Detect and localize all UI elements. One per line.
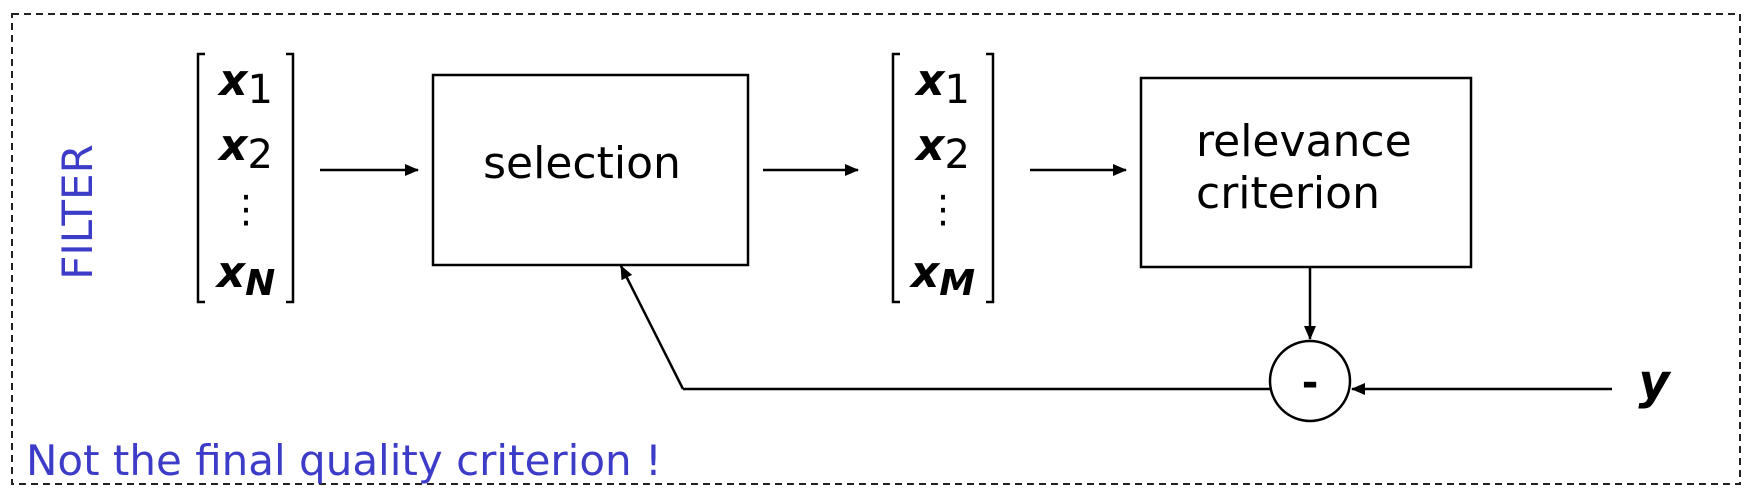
selection-label: selection	[483, 138, 681, 189]
input-element-1: x1	[217, 55, 273, 113]
output-element-m: xM	[909, 247, 975, 304]
input-vector: x1 x2 ⋮ xN	[196, 52, 295, 304]
output-index-m: M	[939, 263, 975, 304]
input-var-2: x	[217, 120, 249, 171]
selection-block	[431, 73, 750, 267]
output-vector-right-bracket	[986, 52, 995, 304]
input-vector-dots: ⋮	[227, 187, 265, 231]
output-var-1: x	[914, 55, 946, 106]
target-y-label: y	[1638, 354, 1671, 410]
input-vector-left-bracket	[196, 52, 205, 304]
input-var-n: x	[215, 247, 247, 298]
output-vector-left-bracket	[891, 52, 900, 304]
feedback-arrow-to-selection	[619, 265, 685, 390]
input-element-2: x2	[217, 120, 273, 178]
input-element-n: xN	[215, 247, 276, 304]
output-element-2: x2	[914, 120, 970, 178]
relevance-criterion-label-line2: criterion	[1196, 168, 1380, 219]
output-vector: x1 x2 ⋮ xM	[891, 52, 995, 304]
input-var-1: x	[217, 55, 249, 106]
output-var-m: x	[909, 247, 941, 298]
filter-side-label: FILTER	[53, 144, 102, 280]
footer-note: Not the final quality criterion !	[26, 436, 662, 485]
input-index-1: 1	[247, 67, 272, 113]
relevance-criterion-block	[1139, 76, 1473, 269]
comparator-minus-symbol: -	[1302, 360, 1319, 406]
comparator-circle	[1268, 339, 1352, 423]
output-vector-dots: ⋮	[924, 187, 962, 231]
input-vector-right-bracket	[286, 52, 295, 304]
input-index-n: N	[245, 263, 275, 304]
input-index-2: 2	[247, 132, 272, 178]
output-index-2: 2	[944, 132, 969, 178]
filter-frame	[11, 13, 1741, 485]
relevance-criterion-label-line1: relevance	[1196, 116, 1412, 167]
output-index-1: 1	[944, 67, 969, 113]
output-element-1: x1	[914, 55, 970, 113]
output-var-2: x	[914, 120, 946, 171]
